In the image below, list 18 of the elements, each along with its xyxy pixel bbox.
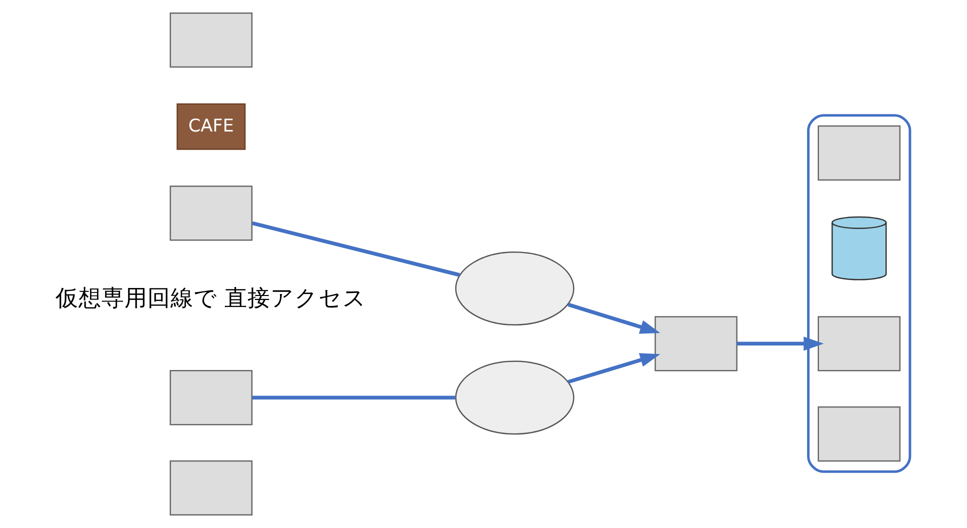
arrow xyxy=(736,336,824,351)
label: 仮想専用回線で 直接アクセス xyxy=(55,285,366,312)
node-box xyxy=(817,406,900,462)
node-box xyxy=(817,316,900,372)
connector xyxy=(252,396,455,400)
node-box xyxy=(169,460,252,516)
node-box xyxy=(817,125,900,181)
node-box xyxy=(169,186,252,241)
connector xyxy=(251,221,460,277)
node-box xyxy=(169,12,252,68)
node-box: CAFE xyxy=(176,103,246,150)
arrow xyxy=(567,353,660,384)
arrow xyxy=(567,302,660,334)
node-box xyxy=(654,316,737,372)
node-cloud xyxy=(454,360,574,435)
node-cloud xyxy=(454,251,574,326)
cluster xyxy=(806,114,911,473)
node-box xyxy=(169,370,252,426)
